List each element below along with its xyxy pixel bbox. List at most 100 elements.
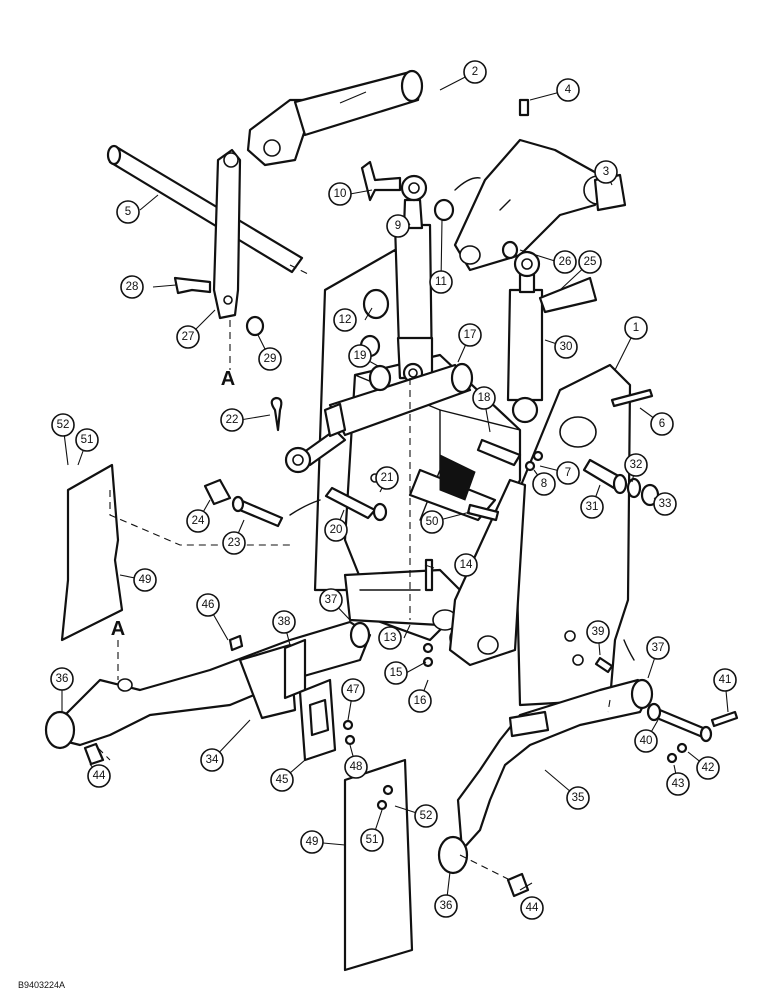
left-shield: [60, 463, 124, 642]
callout-12: 12: [333, 308, 357, 332]
callout-47: 47: [341, 678, 365, 702]
right-bracket: [448, 478, 527, 667]
svg-text:1: 1: [633, 322, 639, 334]
callout-13: 13: [378, 626, 402, 650]
svg-text:51: 51: [366, 834, 379, 846]
callout-26: 26: [553, 250, 577, 274]
svg-text:19: 19: [354, 350, 367, 362]
svg-text:47: 47: [347, 684, 360, 696]
svg-text:52: 52: [420, 810, 433, 822]
callout-32: 32: [624, 453, 648, 477]
svg-text:51: 51: [81, 434, 94, 446]
svg-text:32: 32: [630, 459, 643, 471]
svg-text:34: 34: [206, 754, 219, 766]
right-lower-arm: [456, 678, 652, 852]
callout-49-upper: 49: [133, 568, 157, 592]
callout-3: 3: [594, 160, 618, 184]
callout-1: 1: [624, 316, 648, 340]
svg-text:16: 16: [414, 695, 427, 707]
washer-32: [626, 477, 642, 499]
svg-text:17: 17: [464, 329, 477, 341]
svg-text:28: 28: [126, 281, 139, 293]
svg-text:36: 36: [440, 900, 453, 912]
pin-22: [270, 396, 283, 432]
svg-text:6: 6: [659, 418, 665, 430]
bracket-38: [283, 638, 307, 700]
callout-6: 6: [650, 412, 674, 436]
upper-link-cross-tube: [293, 70, 422, 137]
svg-text:2: 2: [472, 66, 478, 78]
vertical-link: [212, 148, 242, 320]
svg-text:52: 52: [57, 419, 70, 431]
callout-33: 33: [653, 492, 677, 516]
svg-text:18: 18: [478, 392, 491, 404]
svg-text:12: 12: [339, 314, 352, 326]
callout-36-left: 36: [50, 667, 74, 691]
svg-text:33: 33: [659, 498, 672, 510]
svg-text:39: 39: [592, 626, 605, 638]
callout-28: 28: [120, 275, 144, 299]
svg-text:29: 29: [264, 353, 277, 365]
svg-text:25: 25: [584, 256, 597, 268]
callout-46: 46: [196, 593, 220, 617]
bushing-44-left: [83, 742, 105, 766]
callout-24: 24: [186, 509, 210, 533]
callout-25: 25: [578, 250, 602, 274]
pin-18: [476, 438, 522, 467]
callout-21: 21: [375, 466, 399, 490]
pin-10: [360, 160, 402, 202]
callout-37-right: 37: [646, 636, 670, 660]
callout-50: 50: [420, 510, 444, 534]
svg-text:20: 20: [330, 524, 343, 536]
reference-mark-a-lower: A: [111, 618, 125, 640]
callout-27: 27: [176, 325, 200, 349]
callout-44-right: 44: [520, 896, 544, 920]
svg-text:44: 44: [526, 902, 539, 914]
svg-text:38: 38: [278, 616, 291, 628]
callout-40: 40: [634, 729, 658, 753]
callout-10: 10: [328, 182, 352, 206]
callout-19: 19: [348, 344, 372, 368]
bolt-39: [594, 656, 614, 674]
svg-text:50: 50: [426, 516, 439, 528]
washer-11: [433, 198, 455, 222]
callout-5: 5: [116, 200, 140, 224]
svg-text:30: 30: [560, 341, 573, 353]
svg-text:4: 4: [565, 84, 572, 96]
svg-text:31: 31: [586, 501, 599, 513]
svg-text:26: 26: [559, 256, 572, 268]
svg-text:24: 24: [192, 515, 205, 527]
lower-shield: [343, 758, 414, 972]
svg-text:37: 37: [652, 642, 665, 654]
svg-text:43: 43: [672, 778, 685, 790]
callout-29: 29: [258, 347, 282, 371]
callout-43: 43: [666, 772, 690, 796]
svg-text:5: 5: [125, 206, 131, 218]
callout-4: 4: [556, 78, 580, 102]
bolt-50: [466, 503, 500, 522]
right-hydraulic-cylinder: [506, 288, 544, 402]
svg-text:45: 45: [276, 774, 289, 786]
callout-39: 39: [586, 620, 610, 644]
callout-16: 16: [408, 689, 432, 713]
svg-text:36: 36: [56, 673, 69, 685]
callout-7: 7: [556, 461, 580, 485]
callout-42: 42: [696, 756, 720, 780]
svg-text:44: 44: [93, 770, 106, 782]
svg-text:23: 23: [228, 537, 241, 549]
callout-37-left: 37: [319, 588, 343, 612]
bolt-14: [424, 558, 434, 592]
svg-text:48: 48: [350, 761, 363, 773]
callout-14: 14: [454, 553, 478, 577]
svg-text:11: 11: [435, 276, 447, 288]
callout-52-lower: 52: [414, 804, 438, 828]
callout-11: 11: [429, 270, 453, 294]
svg-text:8: 8: [541, 478, 547, 490]
callout-23: 23: [222, 531, 246, 555]
bushing-19: [368, 364, 392, 392]
callout-51-lower: 51: [360, 828, 384, 852]
bushing-24: [203, 478, 232, 506]
callout-52-upper: 52: [51, 413, 75, 437]
svg-text:22: 22: [226, 414, 239, 426]
